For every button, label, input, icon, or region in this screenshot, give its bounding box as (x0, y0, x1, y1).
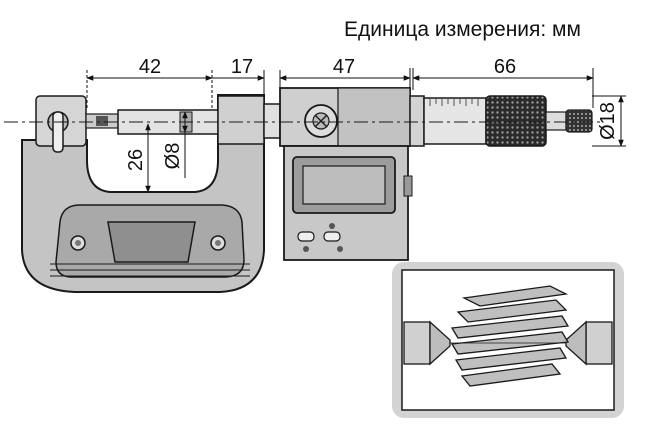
dim-label-17: 17 (231, 56, 253, 78)
digital-head (279, 87, 411, 147)
dimension-lines (86, 68, 626, 193)
anvil-head (35, 95, 119, 153)
dim-label-42: 42 (139, 56, 161, 78)
dim-label-66: 66 (494, 56, 516, 78)
dim-label-d8: Ø8 (162, 143, 184, 170)
spindle (117, 95, 281, 145)
unit-label: Единица измерения: мм (344, 18, 581, 41)
dimension-labels: 42 17 47 66 26 Ø8 Ø18 (125, 56, 619, 171)
thread-detail-inset (392, 262, 624, 418)
dim-label-26: 26 (125, 149, 147, 171)
dim-label-d18: Ø18 (597, 102, 619, 140)
dim-label-47: 47 (333, 56, 355, 78)
display-housing (283, 145, 413, 261)
thimble (409, 95, 593, 147)
